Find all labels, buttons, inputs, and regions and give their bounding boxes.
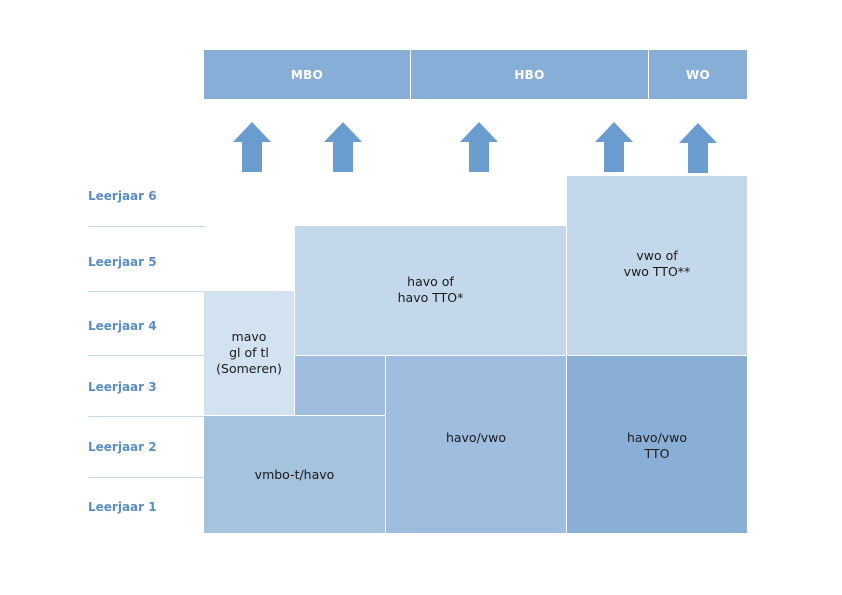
hbo-box: HBO [411,50,648,99]
vwo-tto-block: vwo of vwo TTO** [567,176,747,355]
mavo-block: mavo gl of tl (Someren) [204,291,294,415]
year-label-4: Leerjaar 4 [88,319,157,333]
havo-vwo-label: havo/vwo [445,430,507,445]
mbo-label: MBO [290,67,324,82]
year-label-2: Leerjaar 2 [88,440,157,454]
up-arrow-icon [233,122,271,172]
up-arrow-icon [595,122,633,172]
mbo-box: MBO [204,50,410,99]
havo-vwo-tto-label: havo/vwo TTO [626,430,688,461]
year-divider [88,226,205,227]
wo-box: WO [649,50,747,99]
up-arrow-icon [679,123,717,173]
up-arrow-icon [324,122,362,172]
mavo-label: mavo gl of tl (Someren) [216,329,282,376]
year-label-6: Leerjaar 6 [88,189,157,203]
havo-vwo-tto-block: havo/vwo TTO [567,356,747,533]
year-divider [88,416,205,417]
year-label-3: Leerjaar 3 [88,380,157,394]
vmbo-havo-block: vmbo-t/havo [204,416,385,533]
year-divider [88,355,205,356]
hbo-label: HBO [514,67,545,82]
year-label-5: Leerjaar 5 [88,255,157,269]
bridge-block [295,356,385,415]
year-divider [88,291,205,292]
havo-tto-label: havo of havo TTO* [397,274,464,305]
havo-tto-block: havo of havo TTO* [295,226,566,355]
vmbo-havo-label: vmbo-t/havo [254,466,335,482]
havo-vwo-block: havo/vwo [386,356,566,533]
vwo-tto-label: vwo of vwo TTO** [623,248,691,279]
year-label-1: Leerjaar 1 [88,500,157,514]
up-arrow-icon [460,122,498,172]
year-divider [88,477,205,478]
wo-label: WO [685,68,711,82]
